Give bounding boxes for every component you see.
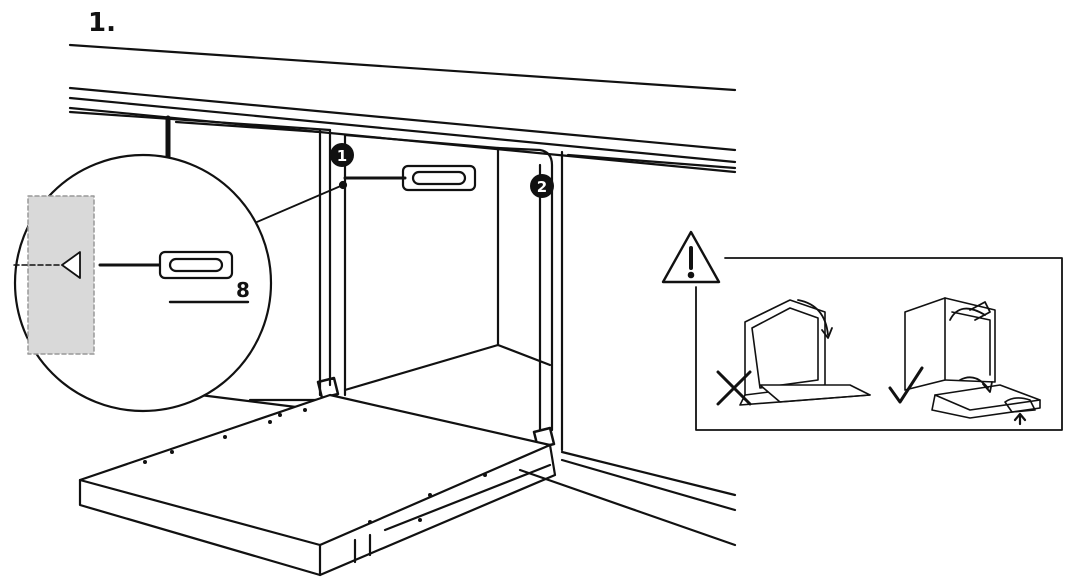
detail-shaded-wall [27, 195, 95, 355]
incorrect-method-illustration [739, 299, 871, 406]
attachment-point [338, 180, 348, 190]
door-panel [78, 393, 557, 577]
screw-size-label: 8 [236, 278, 250, 302]
right-cabinet [518, 150, 737, 547]
callout-1-label: 1 [337, 147, 347, 165]
callout-2-label: 2 [537, 178, 547, 196]
correct-method-illustration [904, 297, 1041, 426]
callout-badge-1: 1 [330, 143, 354, 167]
appliance-niche [328, 128, 554, 432]
warning-triangle-icon [661, 230, 721, 284]
countertop [68, 43, 737, 174]
check-mark-icon [888, 366, 924, 404]
door-screw-holes [143, 408, 487, 524]
step-number: 1. [88, 8, 116, 38]
fixing-bracket-left [316, 376, 340, 400]
cross-mark-icon [716, 370, 752, 406]
screwdriver-main [343, 164, 477, 192]
detail-leader-line [249, 184, 344, 226]
callout-badge-2: 2 [530, 174, 554, 198]
detail-magnifier [13, 153, 273, 413]
warning-frame [661, 230, 1063, 431]
